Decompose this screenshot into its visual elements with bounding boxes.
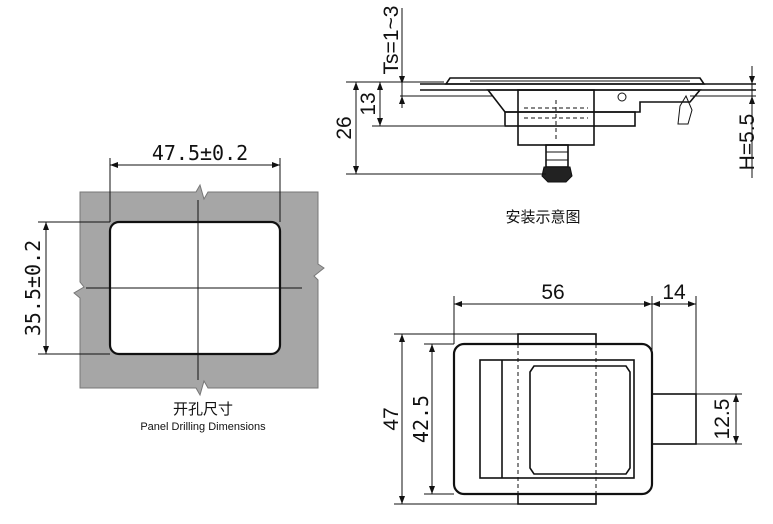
- arrow: [399, 334, 405, 342]
- dim-text-14: 14: [662, 281, 686, 304]
- dim-text-height: 35.5±0.2: [21, 240, 45, 336]
- arrow: [733, 436, 739, 444]
- housing-tail: [677, 94, 693, 125]
- inner-frame: [479, 359, 635, 479]
- arrow: [644, 301, 652, 307]
- arrow: [733, 394, 739, 402]
- tab-top: [517, 333, 597, 345]
- arrow: [688, 301, 696, 307]
- arrow: [353, 166, 359, 174]
- tab-bottom: [517, 493, 597, 505]
- arrow: [272, 162, 280, 168]
- panel-cutout-view: 47.5±0.2 35.5±0.2 开孔尺寸 Panel Drilling Di…: [21, 141, 325, 433]
- dim-text-ts: Ts=1~3: [380, 6, 403, 75]
- panel-caption-en: Panel Drilling Dimensions: [140, 421, 266, 433]
- side-cylinder: [651, 393, 697, 445]
- dim-text-width: 47.5±0.2: [152, 141, 248, 165]
- dim-text-42-5: 42.5: [409, 395, 433, 443]
- mount-bracket: [504, 111, 636, 127]
- arrow: [399, 96, 405, 104]
- install-caption-zh: 安装示意图: [505, 208, 580, 226]
- arrow: [110, 162, 118, 168]
- dim-text-47: 47: [380, 407, 403, 430]
- lock-stem: [545, 144, 569, 168]
- arrow: [652, 301, 660, 307]
- rivet-hole: [617, 92, 627, 102]
- lock-tip: [541, 166, 573, 183]
- arrow: [377, 118, 383, 126]
- arrow: [454, 301, 462, 307]
- installation-view: 26 13 Ts=1~3 H=5.5 安装示意图: [333, 6, 759, 226]
- arrow: [353, 82, 359, 90]
- dim-text-26: 26: [333, 116, 356, 139]
- panel-caption-zh: 开孔尺寸: [173, 400, 233, 418]
- dim-text-13: 13: [357, 92, 380, 115]
- arrow: [399, 76, 405, 84]
- arrow: [43, 346, 49, 354]
- arrow: [429, 344, 435, 352]
- arrow: [749, 76, 755, 84]
- dim-text-h: H=5.5: [736, 114, 759, 171]
- arrow: [429, 486, 435, 494]
- arrow: [399, 496, 405, 504]
- dim-text-56: 56: [541, 281, 564, 304]
- arrow: [377, 82, 383, 90]
- flange: [444, 77, 706, 85]
- handle-paddle: [529, 365, 631, 475]
- dim-text-12-5: 12.5: [711, 399, 734, 440]
- arrow: [43, 222, 49, 230]
- arrow: [749, 96, 755, 104]
- front-view: 56 14 47 42.5 12.5: [380, 281, 742, 505]
